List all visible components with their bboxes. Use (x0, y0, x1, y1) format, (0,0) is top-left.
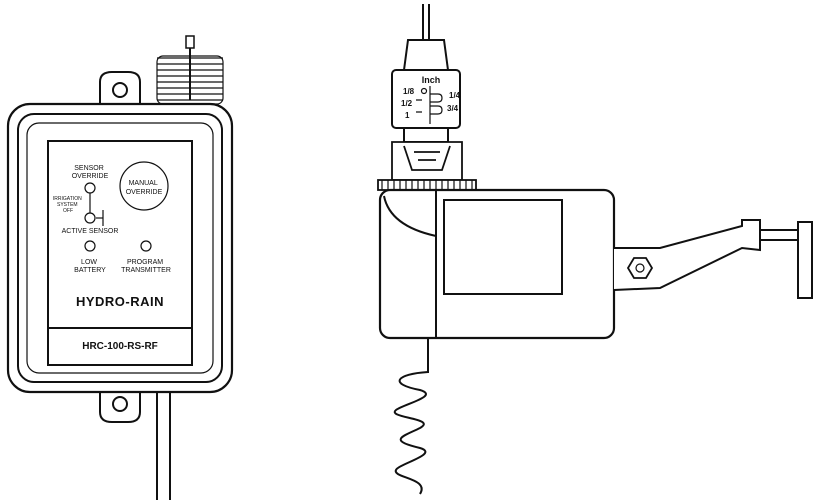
setting-1-4: 1/4 (449, 91, 461, 100)
irrigation-system-off-label: IRRIGATION SYSTEM OFF (53, 196, 83, 214)
sensor-label-area (443, 199, 563, 295)
mounting-arm (613, 219, 761, 291)
bottom-mount-hole (112, 396, 128, 412)
disc-stack (391, 141, 463, 181)
setting-1-8: 1/8 (403, 87, 415, 96)
setting-slot (416, 86, 443, 124)
manual-override-label: MANUAL OVERRIDE (126, 180, 163, 196)
mounting-nut (626, 257, 654, 279)
receiver-housing (6, 102, 234, 394)
sensor-top-cap (402, 39, 450, 71)
sensor-override-label: SENSOR OVERRIDE (72, 165, 109, 180)
receiver-unit: SENSOR OVERRIDE IRRIGATION SYSTEM OFF AC… (6, 35, 234, 500)
mounting-bracket (797, 221, 813, 299)
program-transmitter-label: PROGRAM TRANSMITTER (121, 259, 171, 274)
receiver-cable (156, 388, 171, 500)
top-mount-hole (112, 82, 128, 98)
inch-label: Inch (422, 75, 441, 85)
receiver-face-panel (47, 140, 193, 366)
model-number: HRC-100-RS-RF (82, 341, 158, 352)
bottom-mount-tab (99, 388, 141, 423)
rain-sensor: Inch 1/8 1/2 1 1/4 3/4 (377, 4, 813, 495)
setting-1-2: 1/2 (401, 99, 413, 108)
manual-override-button[interactable] (119, 161, 169, 211)
knurled-ring (377, 179, 477, 191)
receiver-antenna (156, 35, 224, 105)
program-transmitter-led (140, 240, 152, 252)
brand-logo: HYDRO-RAIN (76, 294, 164, 309)
sensor-coiled-cable (393, 338, 429, 495)
setting-3-4: 3/4 (447, 104, 459, 113)
sensor-antenna (422, 4, 430, 40)
sensor-body (378, 188, 616, 340)
top-mount-tab (99, 71, 141, 104)
low-battery-led (84, 240, 96, 252)
active-sensor-label: ACTIVE SENSOR (62, 228, 119, 235)
low-battery-label: LOW BATTERY (74, 259, 106, 274)
setting-1: 1 (405, 111, 410, 120)
